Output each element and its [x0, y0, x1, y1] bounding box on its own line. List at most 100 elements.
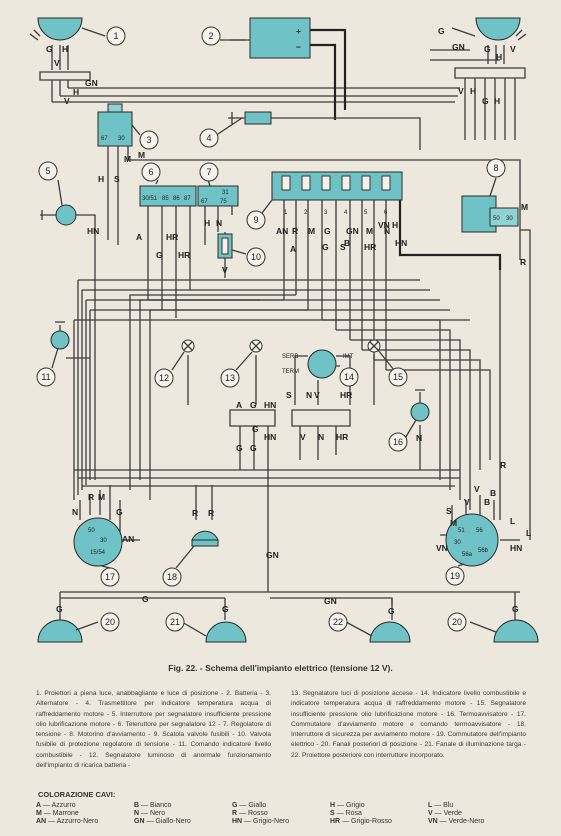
wire-label: A — [136, 232, 142, 242]
ignition-terminal: 15/54 — [90, 550, 106, 556]
callout-number: 15 — [393, 372, 403, 382]
callout-21 — [165, 612, 185, 632]
rear-lamp-left — [37, 619, 83, 643]
wire-label: R — [520, 257, 526, 267]
light-switch-terminal: 56b — [478, 548, 489, 554]
wire-label: N — [318, 432, 324, 442]
wire-label: HR — [336, 432, 348, 442]
callout-number: 10 — [251, 252, 261, 262]
wire-label: AN — [122, 534, 134, 544]
rear-lamp-right — [493, 619, 539, 643]
callout-number: 9 — [253, 215, 258, 225]
callout-20 — [100, 612, 120, 632]
wire-label: S — [114, 174, 120, 184]
alternator-terminal: 30 — [118, 136, 125, 142]
fuse-number: 4 — [344, 210, 348, 216]
wire-label: H — [62, 44, 68, 54]
wire-label: B — [344, 238, 350, 248]
wire-colors-table: A — Azzurro B — Bianco G — Giallo H — Gr… — [36, 802, 526, 825]
wire-label: G — [236, 443, 243, 453]
wire-label: V — [64, 96, 70, 106]
wire-label: R — [292, 226, 298, 236]
starter-terminal: 30 — [506, 216, 513, 222]
gauge-label-term: TERM — [282, 369, 299, 375]
fuse-number: 6 — [384, 210, 388, 216]
wire-label: V — [458, 86, 464, 96]
color-entry: B — Bianco — [134, 802, 172, 809]
legend-left: 1. Proiettori a piena luce, anabbagliant… — [36, 690, 271, 770]
light-switch-terminal: 30 — [454, 540, 461, 546]
light-switch-terminal: 56a — [462, 552, 473, 558]
wire-label: H — [496, 52, 502, 62]
reverse-lamp — [369, 621, 411, 643]
wire-label: M — [521, 202, 528, 212]
color-entry: S — Rosa — [330, 810, 362, 817]
wire-color-labels: G H V GN V H G GN H G V V H G H M H S HN… — [46, 26, 531, 616]
ignition-switch: 50 30 15/54 — [73, 517, 123, 567]
wire-label: M — [308, 226, 315, 236]
charge-warning-lamp — [181, 339, 195, 353]
wire-label: L — [526, 528, 531, 538]
callout-9 — [246, 210, 266, 230]
callout-number: 12 — [159, 373, 169, 383]
callout-number: 21 — [170, 617, 180, 627]
position-lights-lamp — [249, 339, 263, 353]
fuel-level-sender — [50, 321, 70, 350]
wire-label: G — [322, 242, 329, 252]
callout-number: 14 — [344, 372, 354, 382]
wire-label: R — [192, 508, 198, 518]
color-entry: L — Blu — [428, 802, 454, 809]
color-entry: HR — Grigio-Rosso — [330, 818, 392, 825]
wire-label: B — [484, 497, 490, 507]
regulator-terminal: 86 — [173, 196, 180, 202]
wire-label: V — [54, 58, 60, 68]
wire-label: GN — [85, 78, 98, 88]
callout-number: 20 — [452, 617, 462, 627]
temperature-sender — [228, 111, 272, 125]
wire-label: V — [474, 484, 480, 494]
callout-17 — [100, 567, 120, 587]
wire-label: A — [236, 400, 242, 410]
wiring-diagram: + − 67 30 30/51 85 86 87 31 67 75 — [29, 17, 539, 643]
headlamp-right — [475, 17, 527, 41]
wire-label: H — [392, 220, 398, 230]
fuel-temp-gauge: SERB TERM IMT — [282, 349, 354, 379]
wire-label: HR — [364, 242, 376, 252]
callout-number: 18 — [167, 572, 177, 582]
wire-label: GN — [266, 550, 279, 560]
light-switch-terminal: 51 — [458, 528, 465, 534]
light-switch-terminal: 56 — [476, 528, 483, 534]
relay-terminal: 75 — [220, 199, 227, 205]
wire-label: G — [438, 26, 445, 36]
color-entry: R — Rosso — [232, 810, 268, 817]
regulator-fuse — [217, 233, 233, 259]
oil-pressure-lamp — [367, 339, 381, 353]
starter-terminal: 50 — [493, 216, 500, 222]
wire-label: G — [142, 594, 149, 604]
wire-label: G — [46, 44, 53, 54]
callout-number: 3 — [146, 135, 151, 145]
wire-label: H — [470, 86, 476, 96]
wire-label: V — [464, 497, 470, 507]
wire-label: N — [216, 218, 222, 228]
callout-number: 4 — [206, 133, 211, 143]
callout-number: 20 — [105, 617, 115, 627]
regulator: 30/51 85 86 87 — [139, 185, 197, 207]
wire-label: S — [446, 506, 452, 516]
fuse-number: 5 — [364, 210, 368, 216]
wire-label: HR — [166, 232, 178, 242]
color-entry: VN — Verde-Nero — [428, 818, 485, 825]
callout-22 — [328, 612, 348, 632]
callout-number: 8 — [493, 163, 498, 173]
callout-5 — [38, 161, 58, 181]
wire-label: R — [208, 508, 214, 518]
wire-label: R — [88, 492, 94, 502]
wire-label: G — [482, 96, 489, 106]
wire-label: G — [512, 604, 519, 614]
voltage-relay: 31 67 75 — [197, 185, 239, 207]
wire-label: HN — [87, 226, 99, 236]
callout-8 — [486, 158, 506, 178]
safety-switch — [191, 530, 219, 547]
oil-pressure-switch — [40, 204, 77, 226]
relay-terminal: 67 — [201, 199, 208, 205]
